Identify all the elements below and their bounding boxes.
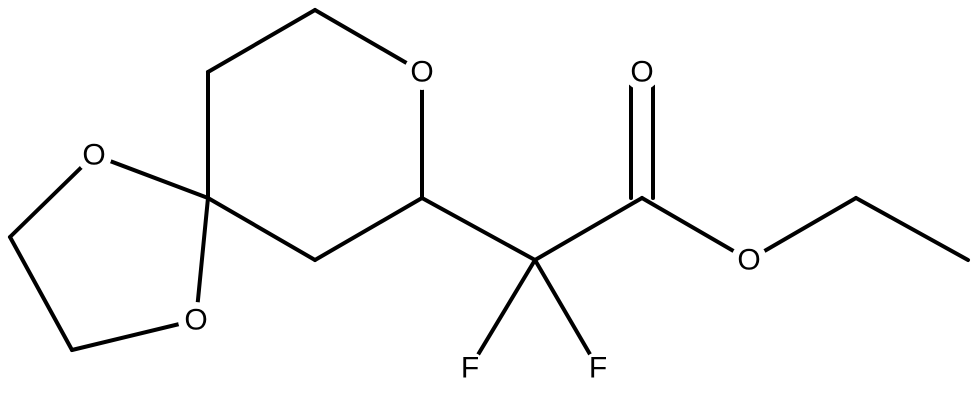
bonds [8,8,970,370]
atom-f-left: F [461,352,479,385]
atom-labels: O O O O O F F [76,54,767,385]
atom-o-ring: O [410,56,433,89]
atom-o-dioxolane-top: O [82,139,105,172]
bond-c3-cf2 [420,196,537,262]
atom-o-carbonyl: O [630,56,653,89]
bond-ch2-ch3 [854,196,970,262]
bond-carbonyl-c-o-ester [640,196,751,262]
bond-c6-o-bottom [70,318,198,352]
bond-c2-o-ring [313,8,424,74]
bond-spiro-o-top [92,153,210,200]
atom-o-dioxolane-bottom: O [184,304,207,337]
bond-c3-c4 [313,196,424,262]
bond-cf2-carbonyl-c [533,196,644,262]
bond-c5-c6 [8,235,74,352]
bond-o-bottom-spiro [194,196,210,322]
bond-cf2-f-right [533,258,600,370]
bond-o-ester-ch2 [747,196,858,262]
atom-f-right: F [589,352,607,385]
atom-o-ester: O [737,244,760,277]
bond-c1-c2 [206,8,317,74]
bond-c4-spiro [206,196,317,262]
bond-cf2-f-left [468,258,537,370]
bond-o-top-c5 [8,153,96,239]
